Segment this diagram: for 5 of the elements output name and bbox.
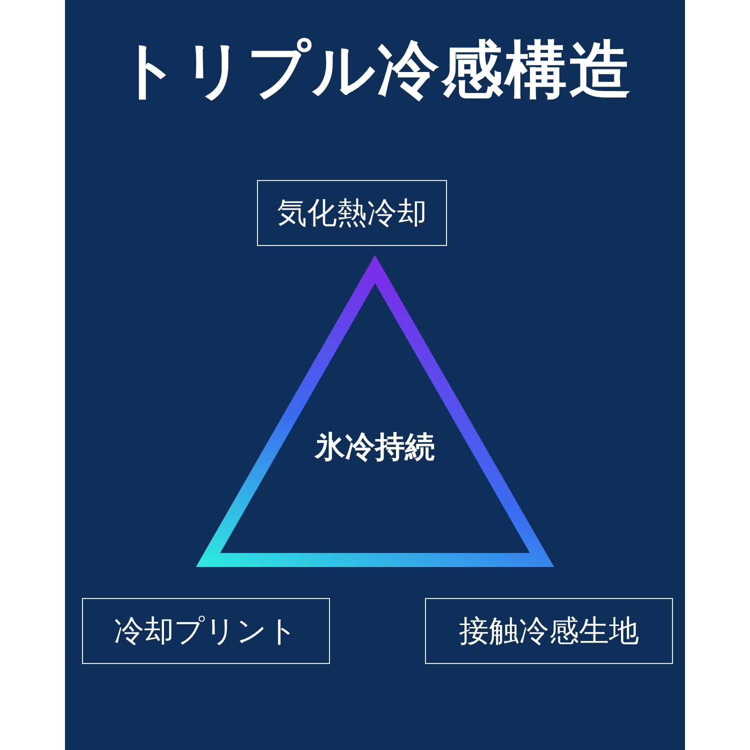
text-box: 気化熱冷却 (257, 180, 447, 246)
text-box: 冷却プリント (82, 598, 330, 664)
triangle-label: 氷冷持続 (314, 429, 436, 467)
title-heading: トリプル冷感構造 (116, 32, 634, 108)
text-box: 接触冷感生地 (425, 598, 673, 664)
